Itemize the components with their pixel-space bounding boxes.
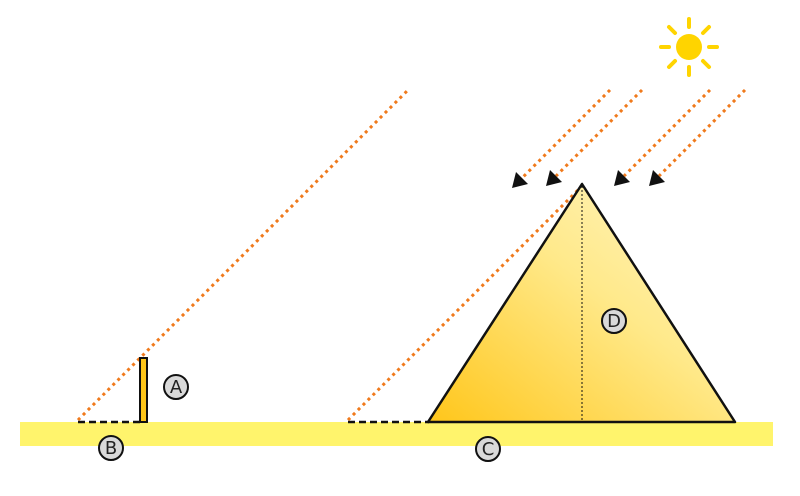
sun-ray [659,90,745,176]
label-c-text: C [482,439,495,460]
label-b: B [99,436,123,460]
label-d-text: D [607,311,621,332]
arrowhead [614,170,630,186]
label-a-text: A [170,377,183,398]
stick-shadow-ray [78,90,408,420]
arrowhead [649,170,665,186]
label-a: A [164,375,188,399]
label-d: D [602,309,626,333]
sun-ray [624,90,710,176]
stick [140,358,147,422]
label-b-text: B [105,438,117,459]
sun-rays [522,90,745,178]
label-c: C [476,437,500,461]
arrowhead [546,170,562,186]
ray-arrowheads [512,170,665,188]
sun-icon [661,19,717,75]
ground [20,422,773,446]
